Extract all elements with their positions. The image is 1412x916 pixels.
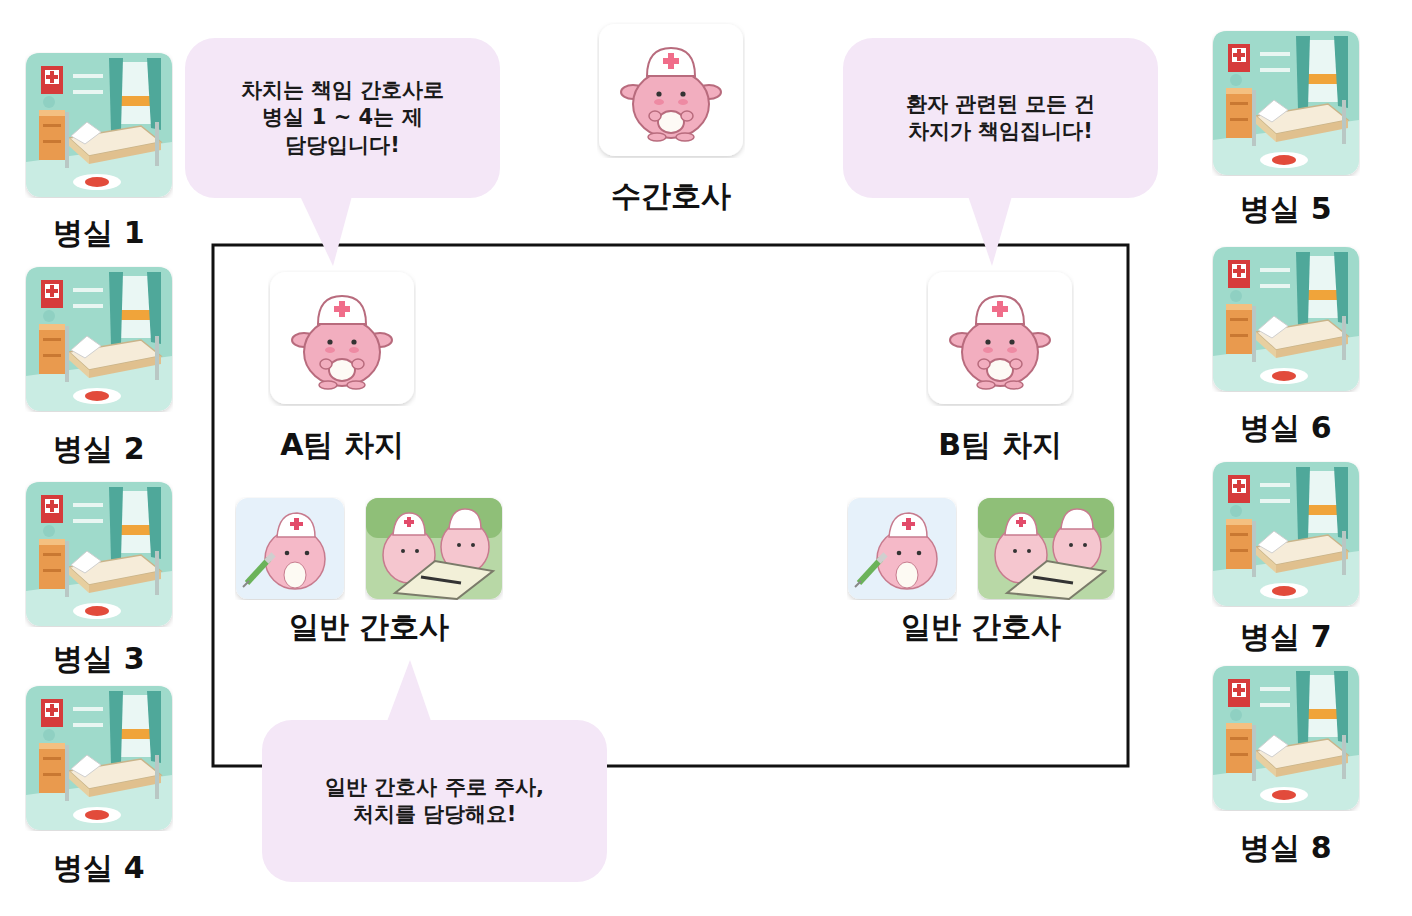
charge-nurse: B팀 차지 — [908, 270, 1092, 463]
speech-bubble: 일반 간호사 주로 주사,처치를 담당해요! — [262, 720, 607, 882]
node-label: 병실 4 — [53, 850, 144, 886]
node-label: 병실 2 — [53, 431, 144, 467]
room-icon — [1213, 31, 1359, 175]
charge-nurse: A팀 차지 — [250, 270, 434, 463]
charge-nurse-icon — [270, 272, 414, 404]
nurse-icon — [366, 498, 502, 599]
room: 병실 2 — [14, 266, 184, 467]
speech-bubble: 환자 관련된 모든 건 차지가 책임집니다! — [843, 38, 1158, 198]
node-label: 병실 1 — [53, 215, 144, 251]
nurse-group: 일반 간호사 — [228, 492, 510, 645]
room-icon — [1213, 247, 1359, 391]
nurse-icon — [848, 498, 956, 599]
node-label: 일반 간호사 — [289, 609, 449, 645]
charge-nurse-icon — [928, 272, 1072, 404]
room: 병실 3 — [14, 481, 184, 677]
room: 병실 7 — [1200, 461, 1372, 655]
node-label: 일반 간호사 — [901, 609, 1061, 645]
head-nurse-icon — [599, 24, 743, 156]
node-label: 병실 5 — [1240, 191, 1331, 227]
room: 병실 6 — [1200, 246, 1372, 446]
head-nurse: 수간호사 — [586, 22, 756, 214]
speech-bubble: 차치는 책임 간호사로 병실 1 ~ 4는 제 담당입니다! — [185, 38, 500, 198]
bubble-tail — [386, 660, 432, 724]
room-icon — [26, 267, 172, 411]
node-label: B팀 차지 — [938, 427, 1061, 463]
bubble-text: 일반 간호사 주로 주사,처치를 담당해요! — [296, 774, 573, 829]
room: 병실 4 — [14, 685, 184, 886]
nurse-group: 일반 간호사 — [840, 492, 1122, 645]
room: 병실 8 — [1200, 665, 1372, 866]
node-label: 병실 7 — [1240, 619, 1331, 655]
node-label: 수간호사 — [611, 178, 731, 214]
room-icon — [1213, 666, 1359, 810]
node-label: A팀 차지 — [280, 427, 404, 463]
team-frame — [213, 245, 1128, 766]
node-label: 병실 6 — [1240, 410, 1331, 446]
room: 병실 1 — [14, 52, 184, 251]
node-label: 병실 8 — [1240, 830, 1331, 866]
bubble-tail — [968, 196, 1012, 266]
bubble-text: 차치는 책임 간호사로 병실 1 ~ 4는 제 담당입니다! — [219, 77, 466, 159]
bubble-text: 환자 관련된 모든 건 차지가 책임집니다! — [877, 91, 1124, 146]
bubble-tail — [300, 196, 352, 266]
node-label: 병실 3 — [53, 641, 144, 677]
room-icon — [26, 686, 172, 830]
nurse-icon — [978, 498, 1114, 599]
room-icon — [1213, 462, 1359, 606]
room-icon — [26, 53, 172, 197]
nurse-icon — [236, 498, 344, 599]
room-icon — [26, 482, 172, 626]
room: 병실 5 — [1200, 30, 1372, 227]
